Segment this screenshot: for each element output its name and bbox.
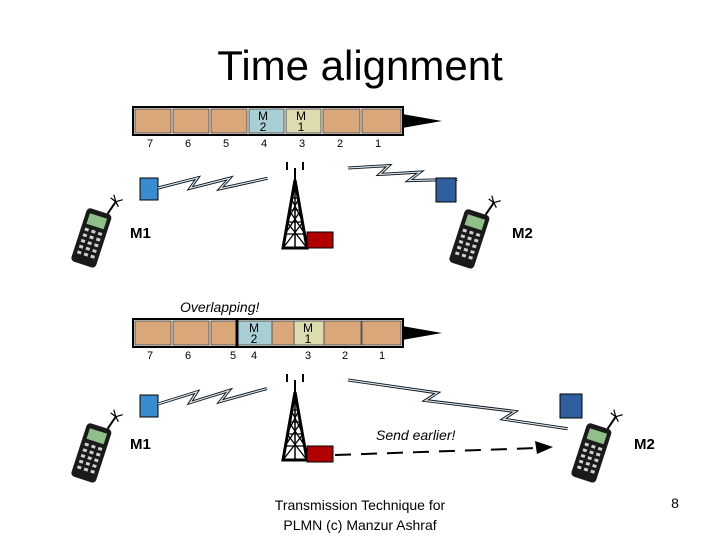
top-frame-arrow-icon — [402, 114, 442, 128]
m2-label-bottom: M2 — [634, 436, 655, 453]
bottom-slot-num: 7 — [147, 350, 153, 362]
send-earlier-note: Send earlier! — [376, 427, 455, 443]
footer-line-1: Transmission Technique for — [274, 497, 446, 513]
bottom-slot-num: 2 — [342, 350, 348, 362]
top-tdma-frame: M 2 M 1 7 6 5 4 3 2 1 — [132, 106, 442, 150]
bottom-m1-letter: M — [303, 321, 313, 335]
m1-phone-bottom-icon — [69, 402, 125, 487]
bts-box-top-icon — [306, 231, 334, 249]
m1-phone-top-icon — [69, 187, 125, 272]
base-station-top-icon — [281, 160, 309, 250]
bottom-slot-num: 5 — [230, 350, 236, 362]
m1-label-top: M1 — [130, 225, 151, 242]
top-scene: M1 M2 — [69, 158, 533, 273]
bottom-frame-arrow-icon — [402, 326, 442, 340]
m2-handset-top-icon — [435, 177, 457, 203]
top-m2-number: 2 — [260, 120, 267, 134]
m2-handset-bottom-icon — [559, 393, 583, 419]
top-slot-num: 3 — [299, 138, 305, 150]
top-m1-letter: M — [296, 109, 306, 123]
m1-label-bottom: M1 — [130, 436, 151, 453]
base-station-bottom-icon — [281, 372, 309, 462]
top-slot-num: 2 — [337, 138, 343, 150]
top-slot-num: 1 — [375, 138, 381, 150]
bottom-tdma-frame: Overlapping! M 2 M 1 7 6 5 4 3 2 1 — [132, 299, 442, 362]
top-slot-num: 6 — [185, 138, 191, 150]
footer-line-2: PLMN (c) Manzur Ashraf — [283, 517, 437, 533]
bottom-m2-number: 2 — [251, 332, 258, 346]
slide-title: Time alignment — [217, 42, 503, 89]
m2-label-top: M2 — [512, 225, 533, 242]
top-slot-num: 5 — [223, 138, 229, 150]
bottom-slot-num: 1 — [379, 350, 385, 362]
top-m2-letter: M — [258, 109, 268, 123]
bottom-slot-num: 3 — [305, 350, 311, 362]
footer-caption: Transmission Technique for PLMN (c) Manz… — [255, 495, 465, 535]
m1-handset-bottom-icon — [139, 394, 159, 418]
bottom-m2-letter: M — [249, 321, 259, 335]
bottom-slot-num: 6 — [185, 350, 191, 362]
page-number: 8 — [671, 495, 679, 511]
m1-handset-top-icon — [139, 177, 159, 201]
bottom-scene: M1 Send earlier! M2 — [69, 372, 655, 487]
bottom-m1-number: 1 — [305, 332, 312, 346]
top-m1-number: 1 — [298, 120, 305, 134]
bts-box-bottom-icon — [306, 445, 334, 463]
send-earlier-arrow-icon — [535, 441, 553, 454]
bottom-slot-num: 4 — [251, 350, 257, 362]
top-slot-num: 7 — [147, 138, 153, 150]
overlap-note: Overlapping! — [180, 299, 259, 315]
top-slot-num: 4 — [261, 138, 267, 150]
